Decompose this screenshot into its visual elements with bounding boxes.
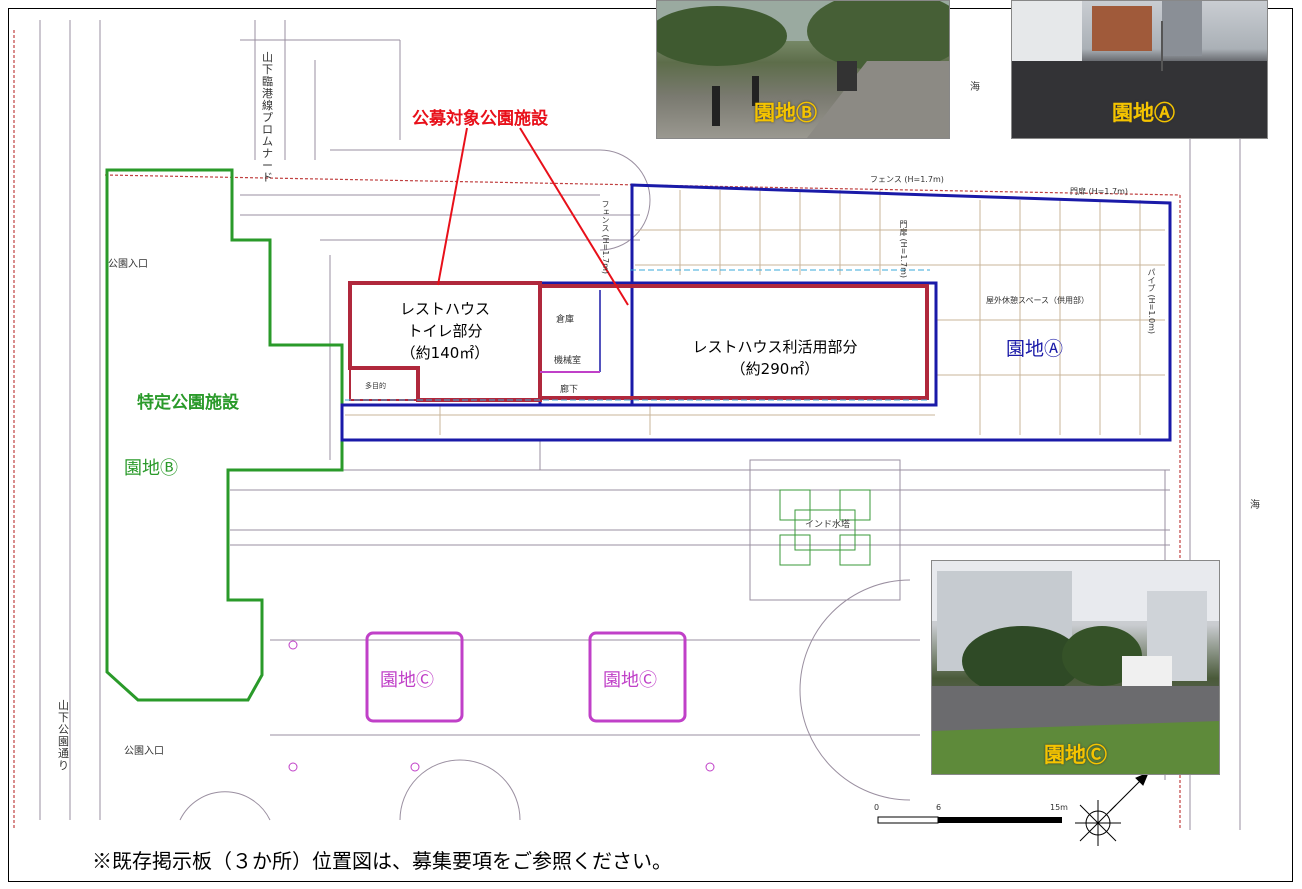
toilet-line1: レストハウス	[399, 300, 490, 318]
rest-space-label: 屋外休憩スペース（供用部）	[986, 296, 1090, 305]
main-part-label: レストハウス利活用部分 （約290㎡）	[640, 336, 910, 380]
toilet-area: （約140㎡）	[400, 344, 490, 362]
area-b-label: 園地Ⓑ	[124, 458, 178, 479]
toilet-part-label: レストハウス トイレ部分 （約140㎡）	[360, 298, 530, 364]
area-c2-outline	[588, 631, 687, 723]
small-room-label: 多目的	[365, 382, 386, 390]
scale-bar	[877, 816, 1062, 824]
photo-c-caption: 園地Ⓒ	[1044, 743, 1107, 767]
promenade-label: 山下臨港線プロムナード	[262, 51, 273, 184]
scale-tick-0: 0	[874, 803, 880, 812]
main-line1: レストハウス利活用部分	[692, 338, 858, 356]
pipe-label: パイプ (H=1.0m)	[1147, 268, 1156, 335]
park-entrance-top-label: 公園入口	[108, 259, 148, 270]
scale-tick-15: 15m	[1050, 803, 1068, 812]
scale-tick-6: 6	[936, 803, 942, 812]
area-a-label: 園地Ⓐ	[1006, 338, 1064, 360]
photo-b-caption: 園地Ⓑ	[754, 101, 817, 125]
tower-symbol	[779, 489, 871, 566]
plan-base-lines	[39, 20, 1241, 830]
sea-top-label: 海	[970, 82, 980, 93]
plan-markers	[288, 640, 715, 772]
sea-right-label: 海	[1250, 500, 1260, 511]
specific-facilities-callout: 特定公園施設	[137, 393, 239, 413]
specific-facility-outline	[105, 168, 344, 702]
main-part-outline	[538, 284, 929, 400]
street-label: 山下公園通り	[58, 699, 69, 772]
corridor-label: 廊下	[560, 385, 579, 395]
main-area: （約290㎡）	[730, 360, 820, 378]
gate-label: 門扉 (H=1.7m)	[1070, 187, 1129, 196]
park-entrance-bottom-label: 公園入口	[124, 746, 164, 757]
north-arrow	[1075, 772, 1149, 846]
gate-vertical-label: 門扉 (H=1.7m)	[899, 220, 908, 279]
photo-area-b: 園地Ⓑ	[656, 0, 950, 139]
fence-vertical-label: フェンス (H=1.7m)	[601, 200, 610, 275]
paving-grid	[345, 190, 1165, 435]
area-c2-label: 園地Ⓒ	[603, 670, 657, 691]
area-c1-outline	[365, 631, 464, 723]
public-facilities-callout: 公募対象公園施設	[412, 109, 548, 129]
photo-area-c: 園地Ⓒ	[931, 560, 1220, 775]
tower-label: インド水塔	[805, 520, 851, 530]
fence-label: フェンス (H=1.7m)	[870, 175, 944, 184]
machine-room-label: 機械室	[554, 356, 582, 366]
toilet-line2: トイレ部分	[407, 322, 483, 340]
photo-area-a: 園地Ⓐ	[1011, 0, 1268, 139]
footnote: ※既存掲示板（３か所）位置図は、募集要項をご参照ください。	[92, 849, 672, 873]
area-c1-label: 園地Ⓒ	[380, 670, 434, 691]
callout-lines	[437, 127, 629, 306]
storage-label: 倉庫	[556, 315, 575, 325]
photo-a-caption: 園地Ⓐ	[1112, 101, 1175, 125]
